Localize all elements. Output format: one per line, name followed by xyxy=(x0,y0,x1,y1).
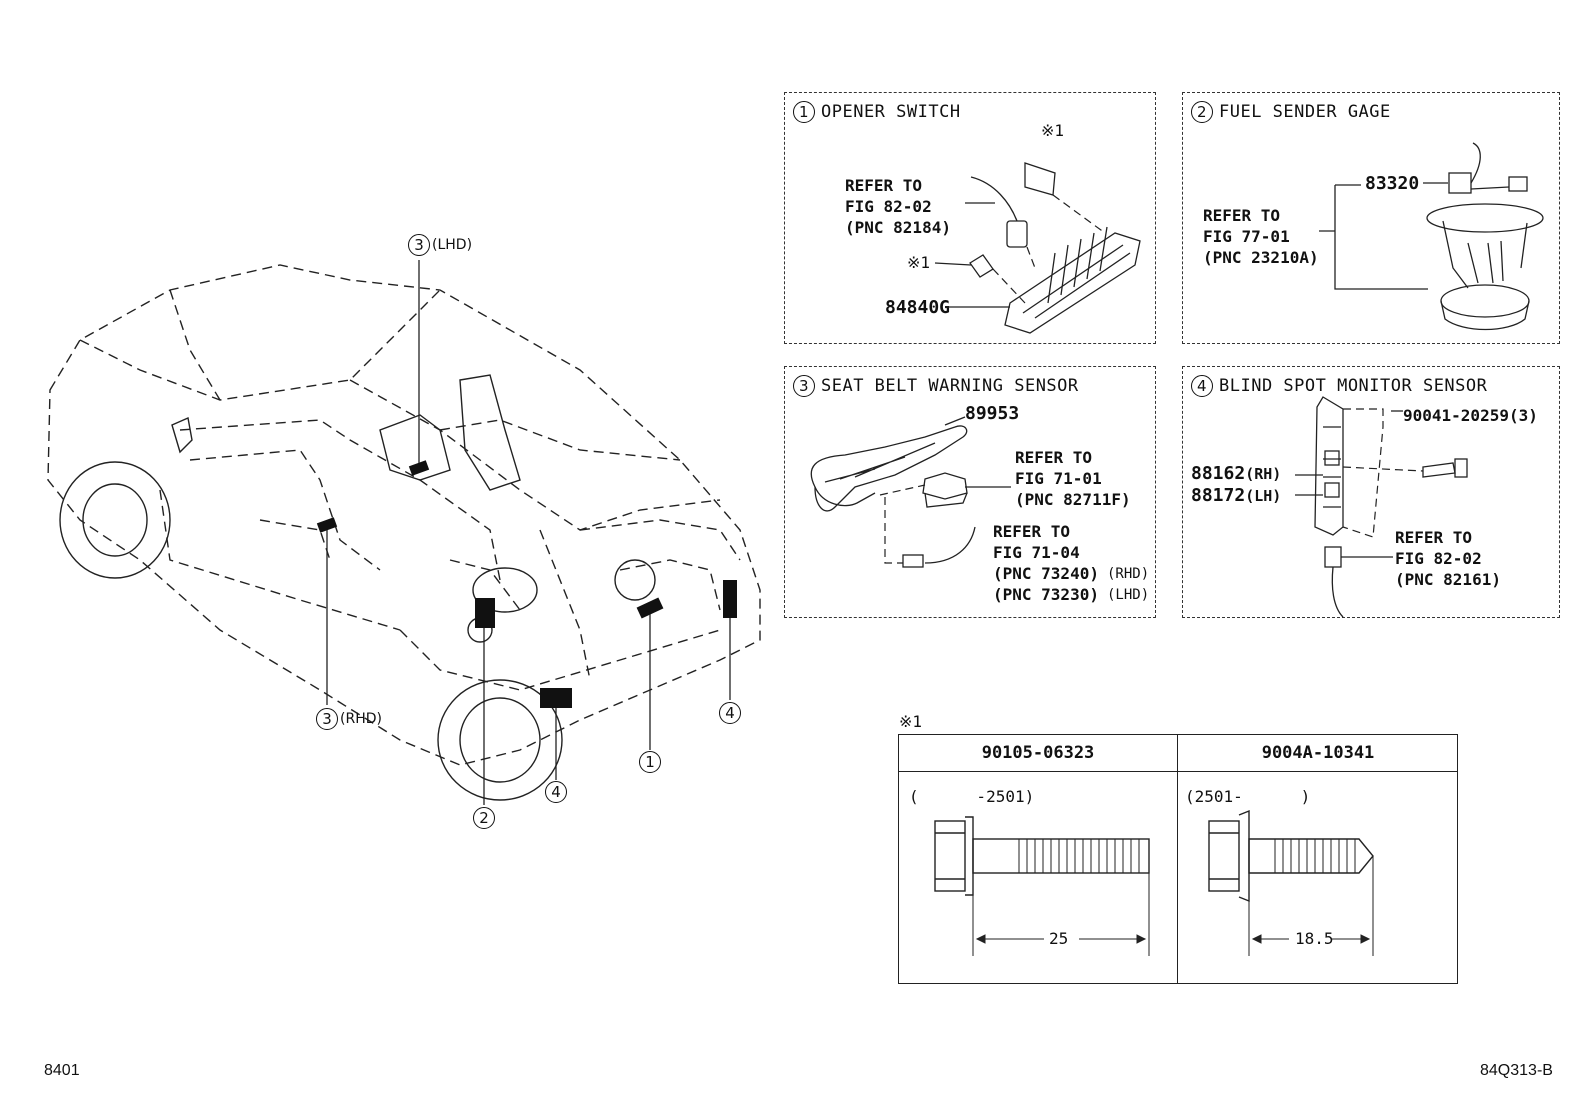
lhd-label: (LHD) xyxy=(1107,587,1150,603)
rhd-label: (RHD) xyxy=(1107,566,1150,582)
panel-title-text: SEAT BELT WARNING SENSOR xyxy=(821,376,1079,396)
part-number-89953[interactable]: 89953 xyxy=(965,403,1020,424)
callout-number: 2 xyxy=(473,807,495,829)
bolt-length-1: 25 xyxy=(1049,929,1069,948)
sensor-block-bsm-right xyxy=(723,580,737,618)
part-88172-row[interactable]: 88172(LH) xyxy=(1191,485,1281,507)
panel-title-text: BLIND SPOT MONITOR SENSOR xyxy=(1219,376,1488,396)
vehicle-outline xyxy=(47,260,761,805)
callout-suffix: (LHD) xyxy=(432,237,473,253)
opener-switch-drawing xyxy=(934,162,1141,334)
refer-label: REFER TO FIG 82-02 (PNC 82161) xyxy=(1395,528,1501,589)
bolt-drawing-2 xyxy=(1208,809,1374,956)
callout-number: 1 xyxy=(639,751,661,773)
bolt-range-1: ( -2501) xyxy=(909,787,1035,806)
blind-spot-sensor-drawing xyxy=(1295,396,1468,618)
note-mark-top: ※1 xyxy=(1041,121,1065,140)
callout-bsm-right[interactable]: 4 xyxy=(719,702,741,724)
callout-number: 4 xyxy=(545,781,567,803)
refer-label-2: REFER TO FIG 71-04 xyxy=(993,522,1080,562)
refer-label-1: REFER TO FIG 71-01 (PNC 82711F) xyxy=(1015,448,1131,509)
callout-seat-rhd[interactable]: 3 (RHD) xyxy=(316,708,382,730)
fuel-sender-drawing xyxy=(1319,142,1544,331)
panel-seat-belt-warning-sensor: 3 SEAT BELT WARNING SENSOR 89953 REFER T… xyxy=(784,366,1156,618)
panel-title-text: FUEL SENDER GAGE xyxy=(1219,102,1391,122)
callout-fuel-sender[interactable]: 2 xyxy=(473,807,495,829)
bolt-table-mark: ※1 xyxy=(899,712,923,731)
lh-label: (LH) xyxy=(1245,487,1282,505)
footer-illustration-code: 84Q313-B xyxy=(1480,1062,1553,1079)
panel-title-text: OPENER SWITCH xyxy=(821,102,961,122)
panel-title: 1 OPENER SWITCH xyxy=(793,101,961,123)
panel-opener-switch: 1 OPENER SWITCH REFER TO FIG 82-02 (PNC … xyxy=(784,92,1156,344)
panel-number: 3 xyxy=(793,375,815,397)
part-number-83320[interactable]: 83320 xyxy=(1365,173,1420,194)
pnc-rhd: (PNC 73240) xyxy=(993,564,1099,583)
panel-number: 1 xyxy=(793,101,815,123)
panel-title: 4 BLIND SPOT MONITOR SENSOR xyxy=(1191,375,1487,397)
part-number-88172: 88172 xyxy=(1191,485,1246,506)
part-number-88162: 88162 xyxy=(1191,463,1246,484)
callout-seat-lhd[interactable]: 3 (LHD) xyxy=(408,234,472,256)
part-88162-row[interactable]: 88162(RH) xyxy=(1191,463,1281,485)
sensor-block-fuel xyxy=(475,598,495,628)
part-number-90041-20259[interactable]: 90041-20259(3) xyxy=(1403,406,1538,425)
panel-blind-spot-monitor-sensor: 4 BLIND SPOT MONITOR SENSOR 90041-20259(… xyxy=(1182,366,1560,618)
seat-belt-sensor-drawing xyxy=(810,416,1011,568)
callout-number: 3 xyxy=(408,234,430,256)
sensor-block-seat-lhd xyxy=(408,460,430,476)
panel-number: 4 xyxy=(1191,375,1213,397)
bolt-range-2: (2501- ) xyxy=(1185,787,1311,806)
refer-label: REFER TO FIG 82-02 (PNC 82184) xyxy=(845,176,951,237)
sensor-block-opener xyxy=(636,597,664,619)
pnc-lhd: (PNC 73230) xyxy=(993,585,1099,604)
sensor-block-seat-rhd xyxy=(316,517,338,533)
bolt-part-9004A-10341[interactable]: 9004A-10341 xyxy=(1261,743,1375,763)
bolt-table: 90105-06323 9004A-10341 ( -2501) (2501- … xyxy=(898,734,1458,984)
panel-fuel-sender-gage: 2 FUEL SENDER GAGE 83320 REFER TO FIG 77… xyxy=(1182,92,1560,344)
note-mark-left: ※1 xyxy=(907,253,931,272)
callout-number: 4 xyxy=(719,702,741,724)
callout-opener-switch[interactable]: 1 xyxy=(639,751,661,773)
panel-title: 3 SEAT BELT WARNING SENSOR xyxy=(793,375,1079,397)
panel-number: 2 xyxy=(1191,101,1213,123)
footer-figure-number: 8401 xyxy=(44,1062,80,1079)
callout-number: 3 xyxy=(316,708,338,730)
rh-label: (RH) xyxy=(1245,465,1282,483)
sensor-block-bsm-left xyxy=(540,688,572,708)
callout-bsm-left[interactable]: 4 xyxy=(545,781,567,803)
bolt-part-90105-06323[interactable]: 90105-06323 xyxy=(981,743,1095,763)
bolt-drawing-1 xyxy=(934,816,1150,956)
bolt-length-2: 18.5 xyxy=(1295,929,1334,948)
refer-label: REFER TO FIG 77-01 (PNC 23210A) xyxy=(1203,206,1319,267)
panel-title: 2 FUEL SENDER GAGE xyxy=(1191,101,1391,123)
vehicle-illustration: 3 (LHD) 3 (RHD) 2 4 1 4 xyxy=(20,230,770,850)
callout-suffix: (RHD) xyxy=(340,711,382,727)
part-number-84840G[interactable]: 84840G xyxy=(885,297,951,318)
